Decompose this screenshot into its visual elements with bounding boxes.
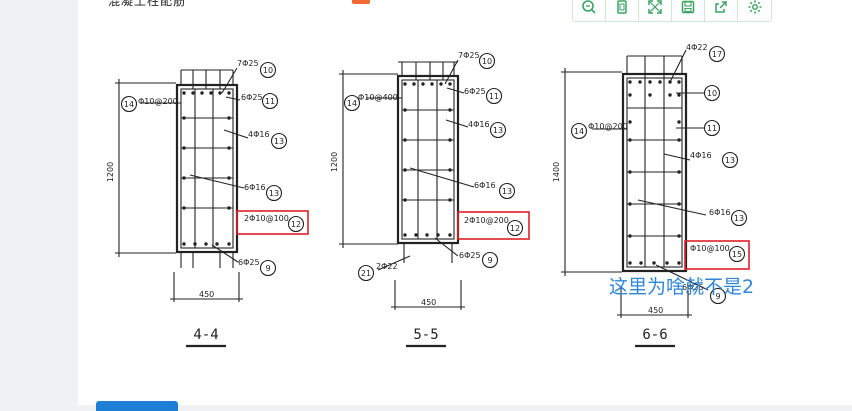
gear-icon	[748, 0, 761, 13]
svg-text:4Φ22: 4Φ22	[686, 43, 708, 52]
primary-action-button[interactable]	[96, 401, 178, 411]
svg-text:2Φ22: 2Φ22	[376, 262, 398, 271]
svg-text:13: 13	[734, 214, 744, 223]
svg-text:15: 15	[732, 250, 742, 259]
svg-text:11: 11	[489, 92, 499, 101]
image-toolbar	[572, 0, 772, 22]
s2-title: 5-5	[413, 327, 438, 343]
fullscreen-icon	[648, 0, 662, 14]
svg-text:13: 13	[502, 187, 512, 196]
svg-text:14: 14	[574, 127, 584, 136]
svg-text:6Φ25: 6Φ25	[459, 251, 481, 260]
svg-text:4Φ16: 4Φ16	[690, 151, 712, 160]
section-6-6: 1400 4Φ22 17 10 11 4Φ16 13 6Φ16 13 Φ1	[552, 43, 750, 348]
notification-badge[interactable]	[352, 0, 370, 4]
svg-text:13: 13	[274, 137, 284, 146]
svg-text:6Φ16: 6Φ16	[474, 181, 496, 190]
s1-label-13a: 4Φ16	[248, 130, 270, 139]
s2-width-label: 450	[421, 298, 436, 307]
s1-label-13b: 6Φ16	[244, 183, 266, 192]
section-5-5: 1200 7Φ25 10 6Φ25 11 4Φ16 13 6Φ16 13 2Φ1…	[330, 51, 530, 348]
svg-text:13: 13	[269, 189, 279, 198]
svg-text:Φ10@400: Φ10@400	[358, 93, 398, 102]
content-page	[78, 0, 852, 405]
svg-text:Φ10@200: Φ10@200	[588, 122, 628, 131]
fit-button[interactable]	[606, 0, 639, 21]
svg-text:6Φ25: 6Φ25	[682, 283, 704, 292]
svg-text:17: 17	[712, 50, 722, 59]
svg-text:Φ10@100: Φ10@100	[690, 244, 730, 253]
s1-highlight-box	[236, 210, 309, 235]
svg-text:6Φ25: 6Φ25	[464, 87, 486, 96]
page-title-fragment: 混凝土柱配筋	[108, 0, 187, 8]
s3-title: 6-6	[642, 327, 667, 343]
fullscreen-button[interactable]	[639, 0, 672, 21]
svg-text:13: 13	[725, 156, 735, 165]
s3-num-11: 11	[707, 124, 717, 133]
section-4-4: 1200 7Φ25 10 6Φ25 11 4Φ16 13 6Φ16 13 2Φ1…	[106, 59, 309, 348]
s3-width-label: 450	[648, 306, 663, 315]
settings-button[interactable]	[738, 0, 771, 21]
svg-text:14: 14	[347, 99, 357, 108]
share-icon	[715, 0, 727, 13]
svg-text:4Φ16: 4Φ16	[468, 120, 490, 129]
svg-text:7Φ25: 7Φ25	[458, 51, 480, 60]
s3-highlight-box	[684, 240, 750, 270]
s1-num-10: 10	[263, 66, 273, 75]
svg-text:14: 14	[124, 100, 134, 109]
svg-text:9: 9	[265, 264, 270, 273]
share-button[interactable]	[705, 0, 738, 21]
zoom-button[interactable]	[573, 0, 606, 21]
save-button[interactable]	[672, 0, 705, 21]
svg-text:2Φ10@200: 2Φ10@200	[464, 216, 509, 225]
svg-text:10: 10	[482, 57, 492, 66]
s1-label-10: 7Φ25	[237, 59, 259, 68]
svg-text:12: 12	[510, 224, 520, 233]
svg-text:13: 13	[493, 126, 503, 135]
s3-height-label: 1400	[552, 162, 561, 182]
svg-text:6Φ16: 6Φ16	[709, 208, 731, 217]
svg-text:11: 11	[265, 97, 275, 106]
s1-label-12: 2Φ10@100	[244, 214, 289, 223]
svg-text:21: 21	[361, 269, 371, 278]
svg-text:9: 9	[715, 292, 720, 301]
s3-num-10: 10	[707, 89, 717, 98]
svg-text:12: 12	[291, 220, 301, 229]
s1-height-label: 1200	[106, 162, 115, 182]
s2-highlight-box	[457, 211, 530, 240]
save-icon	[681, 0, 695, 13]
s1-title: 4-4	[193, 327, 218, 343]
zoom-icon	[582, 0, 596, 14]
s1-label-14: Φ10@200	[138, 97, 178, 106]
s1-label-9: 6Φ25	[238, 258, 260, 267]
s1-label-11: 6Φ25	[241, 93, 263, 102]
s1-width-label: 450	[199, 290, 214, 299]
svg-text:9: 9	[487, 256, 492, 265]
user-annotation-text: 这里为啥就不是2	[609, 276, 755, 298]
s2-height-label: 1200	[330, 152, 339, 172]
fit-icon	[617, 0, 627, 14]
